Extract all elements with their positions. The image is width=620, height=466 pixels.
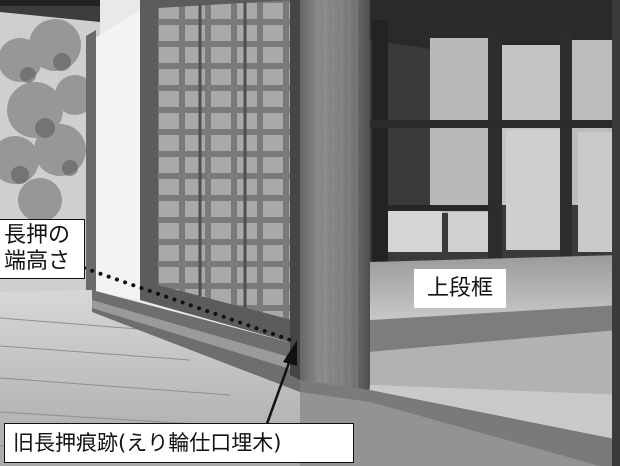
- nagaoshi-height-label-line2: 端高さ: [4, 249, 71, 275]
- old-nagaoshi-trace-label: 旧長押痕跡(えり輪仕口埋木): [4, 423, 354, 463]
- nagaoshi-height-label: 長押の 端高さ: [0, 219, 85, 279]
- nagaoshi-dotted-line: [82, 266, 295, 343]
- trace-arrow: [262, 340, 297, 433]
- nagaoshi-height-label-line1: 長押の: [4, 223, 71, 248]
- jodan-frame-label: 上段框: [414, 269, 506, 308]
